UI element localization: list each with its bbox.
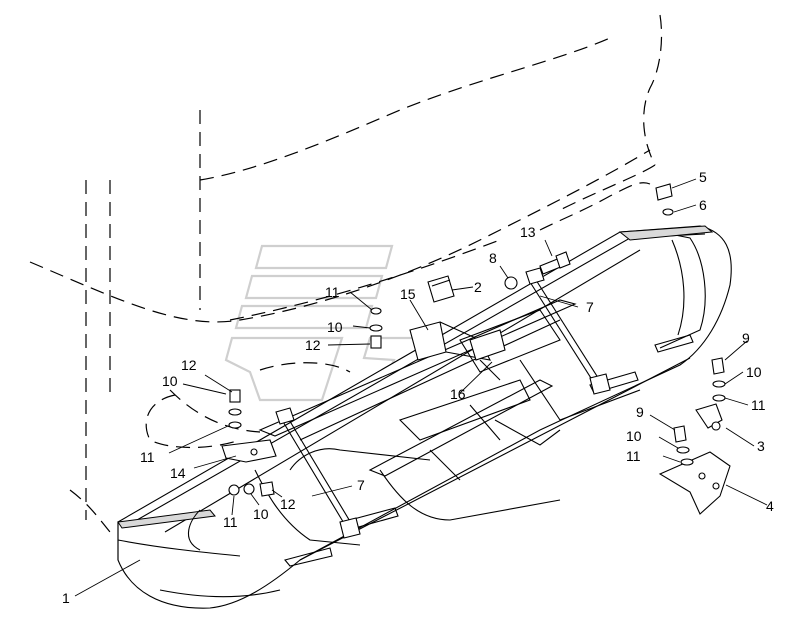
right-fastener-stack-lower bbox=[673, 425, 694, 466]
callout-11-right-upper: 11 bbox=[751, 397, 766, 413]
callout-3: 3 bbox=[757, 438, 765, 454]
bracket-3 bbox=[695, 403, 723, 431]
callout-12-left: 12 bbox=[181, 357, 197, 373]
nut-8 bbox=[504, 276, 518, 290]
callout-11-top: 11 bbox=[325, 284, 340, 300]
callout-2: 2 bbox=[474, 279, 482, 295]
callout-14: 14 bbox=[170, 465, 186, 481]
callout-6: 6 bbox=[699, 197, 707, 213]
support-rod-7-right bbox=[525, 267, 611, 395]
callout-7-left: 7 bbox=[357, 477, 365, 493]
left-fastener-stack bbox=[228, 389, 242, 429]
callout-10-left: 10 bbox=[162, 373, 178, 389]
callout-11-left: 11 bbox=[140, 449, 155, 465]
callout-11-right-lower: 11 bbox=[626, 448, 641, 464]
support-4 bbox=[658, 451, 731, 515]
callout-7-right: 7 bbox=[586, 299, 594, 315]
upper-fastener-stack bbox=[369, 307, 383, 349]
callout-9-lower: 9 bbox=[636, 404, 644, 420]
callout-10-top: 10 bbox=[327, 319, 343, 335]
right-fastener-stack-upper bbox=[711, 357, 726, 402]
callout-8: 8 bbox=[489, 250, 497, 266]
callout-12-top: 12 bbox=[305, 337, 321, 353]
cap-5 bbox=[655, 183, 673, 201]
bumper-body bbox=[117, 225, 732, 609]
clip-6 bbox=[662, 208, 674, 216]
callout-13: 13 bbox=[520, 224, 536, 240]
bumper-frame bbox=[258, 299, 641, 481]
callout-16: 16 bbox=[450, 386, 466, 402]
callout-9-upper: 9 bbox=[742, 330, 750, 346]
callout-10-bottom: 10 bbox=[253, 506, 269, 522]
center-bracket bbox=[409, 275, 506, 381]
callout-10-right-upper: 10 bbox=[746, 364, 762, 380]
callout-10-right-lower: 10 bbox=[626, 428, 642, 444]
support-rod-7-left bbox=[275, 407, 361, 539]
lower-fastener-stack bbox=[228, 481, 275, 497]
callout-4: 4 bbox=[766, 498, 774, 514]
cab-outline bbox=[29, 14, 663, 533]
callout-1: 1 bbox=[62, 590, 70, 606]
callout-5: 5 bbox=[699, 169, 707, 185]
callout-11-bottom: 11 bbox=[223, 514, 238, 530]
callout-15: 15 bbox=[400, 286, 416, 302]
callout-12-bottom: 12 bbox=[280, 496, 296, 512]
callout-labels: 1 2 3 4 5 6 7 7 8 9 9 10 10 10 10 10 11 … bbox=[62, 169, 774, 606]
bolt-13 bbox=[539, 251, 571, 275]
leader-lines bbox=[74, 178, 768, 597]
